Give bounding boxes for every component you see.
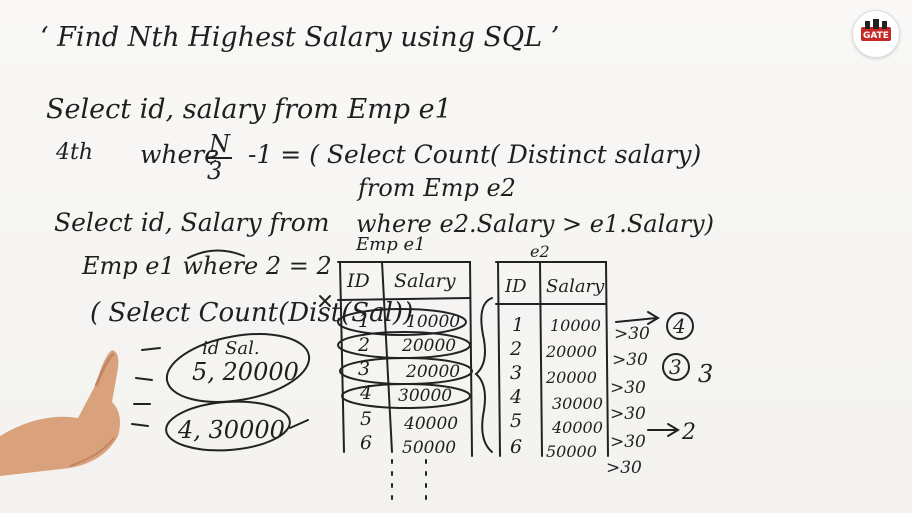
table2-cell: 6 — [510, 436, 523, 458]
table2-cell: 30000 — [552, 394, 603, 413]
table2-cell: 10000 — [550, 316, 601, 335]
compare-annotation: >30 — [612, 350, 648, 370]
table2-cell: 20000 — [546, 368, 597, 387]
compare-annotation: >30 — [610, 378, 646, 398]
query-line-where: where — [140, 140, 220, 169]
count-2: 2 — [682, 420, 696, 445]
query-line-select: Select id, salary from Emp e1 — [46, 94, 452, 125]
presenter-hand — [0, 350, 120, 476]
table2-header-id: ID — [505, 276, 527, 297]
circle-count-3 — [662, 353, 690, 381]
table2-cell: 20000 — [546, 342, 597, 361]
table1-cell: 6 — [360, 432, 373, 454]
ellipse-result-2 — [165, 400, 291, 452]
table2-caption: e2 — [530, 242, 550, 261]
table1-cell: 30000 — [398, 386, 453, 406]
query-line-emp-e1: Emp e1 where 2 = 2 — [82, 252, 332, 280]
table2-cell: 2 — [510, 338, 523, 360]
gate-logo: GATE — [852, 10, 900, 58]
logo-text: GATE — [863, 31, 889, 41]
table2-cell: 50000 — [546, 442, 597, 461]
query-line-select-2: Select id, Salary from — [54, 208, 330, 237]
result-row-2: 4, 30000 — [178, 416, 285, 444]
table1-cell: 20000 — [406, 362, 461, 382]
table1-cell: 10000 — [406, 312, 461, 332]
table1-cell: 5 — [360, 408, 373, 430]
pointer-arrow — [289, 419, 309, 429]
table2-frame — [495, 261, 609, 457]
table1-cell: 4 — [360, 382, 373, 404]
ellipse-result-1 — [165, 333, 311, 403]
board-title: ‘ Find Nth Highest Salary using SQL ’ — [40, 22, 560, 53]
table2-cell: 40000 — [552, 418, 603, 437]
query-line-4th-label: 4th — [56, 140, 94, 165]
table2-cell: 1 — [512, 314, 525, 336]
query-line-from-e2: from Emp e2 — [358, 174, 516, 202]
brace — [474, 297, 493, 453]
circle-count-4 — [666, 312, 694, 340]
curved-arrow-over-where — [187, 249, 245, 259]
table2-cell: 3 — [510, 362, 523, 384]
table1-cell: 3 — [358, 358, 371, 380]
compare-annotation: >30 — [610, 432, 646, 452]
table2-header-salary: Salary — [546, 276, 605, 297]
query-line-where-condition: where e2.Salary > e1.Salary) — [356, 210, 714, 238]
table1-cell: 50000 — [402, 438, 457, 458]
fraction-denominator: 3 — [207, 157, 223, 186]
fraction-n-over-3: N 3 — [207, 130, 232, 186]
table1-header-salary: Salary — [394, 270, 456, 292]
result-header-notes: id Sal. — [202, 338, 260, 359]
count-3: 3 — [698, 360, 714, 388]
x-mark — [319, 295, 331, 307]
result-row-1: 5, 20000 — [192, 358, 299, 386]
table2-cell: 5 — [510, 410, 523, 432]
table1-cell: 1 — [358, 310, 371, 332]
query-line-subquery: -1 = ( Select Count( Distinct salary) — [248, 140, 702, 169]
table1-caption: Emp e1 — [356, 234, 426, 255]
fraction-numerator: N — [207, 130, 232, 160]
table1-cell: 20000 — [402, 336, 457, 356]
count-circled-3: 3 — [669, 355, 682, 379]
table1-cell: 40000 — [404, 414, 459, 434]
table1-cell: 2 — [358, 334, 371, 356]
compare-annotation: >30 — [606, 458, 642, 478]
count-circled-4: 4 — [673, 314, 686, 338]
compare-annotation: >30 — [610, 404, 646, 424]
compare-annotation: >30 — [614, 324, 650, 344]
table1-header-id: ID — [347, 270, 370, 292]
table2-cell: 4 — [510, 386, 523, 408]
